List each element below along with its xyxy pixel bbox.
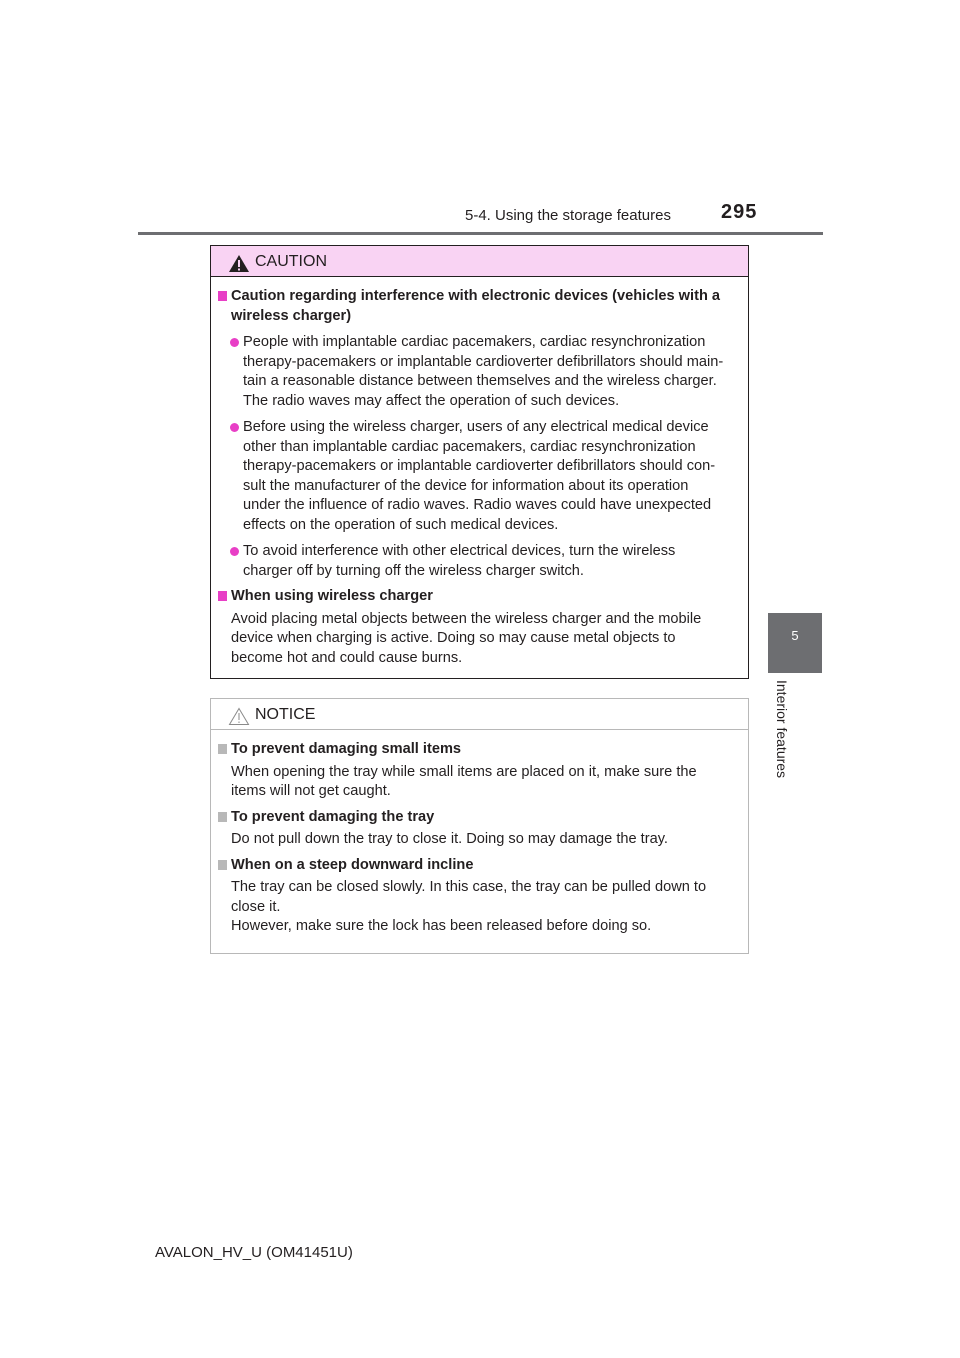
caution-paragraph: Avoid placing metal objects between the …: [218, 610, 741, 669]
round-bullet-icon: [230, 423, 239, 432]
bullet-line: tain a reasonable distance between thems…: [243, 373, 717, 389]
caution-box: CAUTION Caution regarding interference w…: [210, 245, 749, 679]
chapter-title: Interior features: [774, 680, 790, 779]
warning-triangle-filled-icon: [229, 255, 249, 272]
bullet-line: Before using the wireless charger, users…: [243, 419, 709, 435]
heading-line: Caution regarding interference with elec…: [231, 288, 721, 304]
heading-line: When using wireless charger: [231, 588, 433, 604]
notice-heading: To prevent damaging small items: [218, 740, 741, 760]
heading-line: To prevent damaging the tray: [231, 808, 435, 825]
caution-bullet: People with implantable cardiac pacemake…: [218, 333, 741, 411]
notice-box: NOTICE To prevent damaging small items W…: [210, 698, 749, 954]
notice-paragraph: The tray can be closed slowly. In this c…: [218, 878, 741, 937]
bullet-line: sult the manufacturer of the device for …: [243, 477, 689, 494]
chapter-tab: 5: [768, 613, 822, 673]
square-bullet-icon: [218, 811, 227, 822]
page-number: 295: [721, 201, 758, 223]
caution-heading: Caution regarding interference with elec…: [218, 287, 741, 326]
heading-line: To prevent damaging small items: [231, 741, 462, 757]
heading-line: wireless charger): [231, 307, 352, 324]
notice-body: To prevent damaging small items When ope…: [211, 730, 748, 937]
round-bullet-icon: [230, 547, 239, 556]
warning-triangle-outline-icon: [228, 707, 250, 725]
bullet-line: effects on the operation of such medical…: [243, 516, 559, 533]
paragraph-line: When opening the tray while small items …: [231, 763, 697, 780]
header-section-title: 5-4. Using the storage features: [465, 207, 671, 224]
bullet-line: The radio waves may affect the operation…: [243, 392, 620, 409]
paragraph-line: However, make sure the lock has been rel…: [231, 918, 652, 934]
paragraph-line: device when charging is active. Doing so…: [231, 630, 676, 646]
bullet-line: To avoid interference with other electri…: [243, 543, 676, 559]
paragraph-line: Do not pull down the tray to close it. D…: [231, 831, 668, 847]
paragraph-line: Avoid placing metal objects between the …: [231, 610, 702, 627]
round-bullet-icon: [230, 338, 239, 347]
header-rule: [138, 232, 823, 235]
notice-title: NOTICE: [255, 706, 316, 723]
bullet-line: therapy-pacemakers or implantable cardio…: [243, 458, 716, 474]
paragraph-line: close it.: [231, 898, 281, 915]
notice-heading: When on a steep downward incline: [218, 856, 741, 876]
heading-line: When on a steep downward incline: [231, 856, 474, 873]
square-bullet-icon: [218, 744, 227, 754]
bullet-line: People with implantable cardiac pacemake…: [243, 334, 706, 350]
bullet-line: charger off by turning off the wireless …: [243, 562, 584, 579]
paragraph-line: become hot and could cause burns.: [231, 649, 463, 666]
notice-paragraph: Do not pull down the tray to close it. D…: [218, 830, 741, 850]
paragraph-line: items will not get caught.: [231, 783, 391, 799]
caution-heading: When using wireless charger: [218, 587, 741, 607]
square-bullet-icon: [218, 859, 227, 870]
footer-model-code: AVALON_HV_U (OM41451U): [155, 1244, 353, 1261]
caution-bullet: To avoid interference with other electri…: [218, 542, 741, 581]
chapter-number: 5: [791, 628, 799, 643]
notice-header: NOTICE: [211, 699, 748, 730]
square-bullet-icon: [218, 291, 227, 301]
bullet-line: therapy-pacemakers or implantable cardio…: [243, 353, 724, 370]
paragraph-line: The tray can be closed slowly. In this c…: [231, 879, 707, 895]
notice-heading: To prevent damaging the tray: [218, 808, 741, 828]
caution-header: CAUTION: [211, 246, 748, 277]
caution-title: CAUTION: [255, 253, 327, 270]
bullet-line: under the influence of radio waves. Radi…: [243, 497, 712, 513]
square-bullet-icon: [218, 591, 227, 601]
caution-bullet: Before using the wireless charger, users…: [218, 418, 741, 535]
caution-body: Caution regarding interference with elec…: [211, 277, 748, 668]
notice-paragraph: When opening the tray while small items …: [218, 763, 741, 802]
bullet-line: other than implantable cardiac pacemaker…: [243, 438, 696, 455]
